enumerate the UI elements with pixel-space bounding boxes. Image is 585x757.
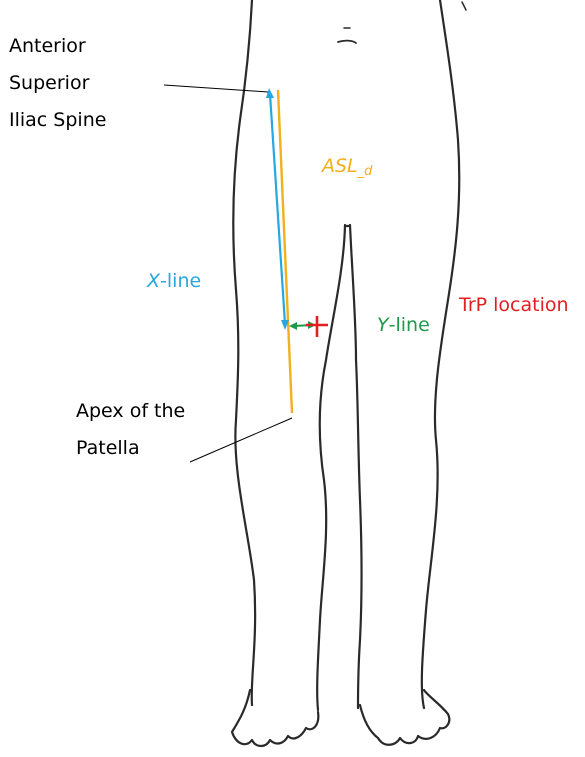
right-outer-contour (422, 0, 459, 708)
left-inner-contour (317, 225, 345, 710)
y-line-letter: Y (377, 314, 389, 336)
asis-label-line1: Anterior (9, 37, 86, 56)
patella-label-line1: Apex of the (76, 402, 185, 421)
y-line-label: Y-line (377, 316, 430, 335)
hip-mark (462, 2, 466, 10)
asl-label: ASL_d (322, 157, 372, 178)
asis-label-line3: Iliac Spine (9, 111, 106, 130)
x-line-suffix: -line (160, 270, 201, 292)
body-outline (232, 0, 466, 746)
navel-mark (338, 41, 356, 43)
patella-label-line2: Patella (76, 439, 140, 458)
asis-label-line2: Superior (9, 74, 89, 93)
y-line-suffix: -line (389, 314, 430, 336)
left-foot (232, 690, 318, 746)
patella-pointer (190, 418, 292, 462)
asl-label-main: ASL (322, 155, 358, 177)
x-line-arrow (266, 88, 289, 330)
right-inner-contour (350, 225, 362, 708)
right-foot (360, 690, 449, 745)
left-outer-contour (233, 0, 255, 705)
trp-location-label: TrP location (459, 296, 569, 315)
asis-pointer (164, 85, 268, 92)
asl-label-sub: _d (358, 164, 373, 179)
x-line-label: X-line (147, 272, 201, 291)
x-line-letter: X (147, 270, 160, 292)
